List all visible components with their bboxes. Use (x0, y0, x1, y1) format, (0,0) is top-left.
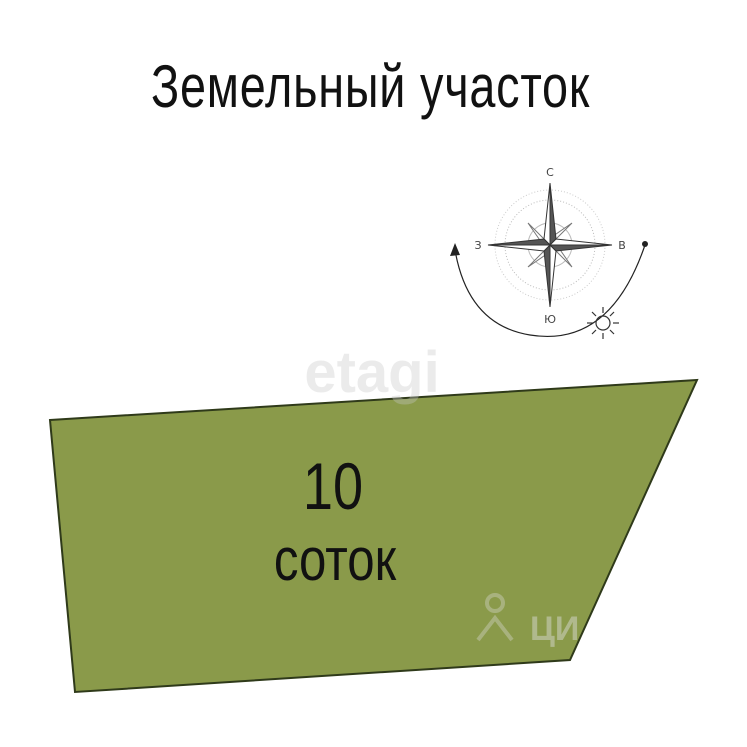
watermark-bottom: ЦИ (530, 610, 579, 648)
watermark-etagi: etagi (304, 340, 439, 405)
compass-east-label: В (618, 239, 626, 252)
land-plot-shape (48, 378, 699, 694)
plot-area-unit: соток (273, 526, 397, 593)
compass-south-label: Ю (544, 313, 556, 326)
watermark-location-icon (476, 593, 514, 642)
compass-west-label: З (474, 239, 481, 252)
sun-icon (587, 307, 619, 339)
compass-rose: С Ю З В (474, 166, 625, 326)
sun-path-arc (454, 244, 646, 337)
plot-area-value: 10 (302, 449, 364, 523)
compass-north-label: С (546, 166, 554, 179)
sun-path-arrow-icon (450, 243, 460, 256)
page-title: Земельный участок (150, 53, 591, 120)
sunrise-dot-icon (642, 241, 648, 247)
